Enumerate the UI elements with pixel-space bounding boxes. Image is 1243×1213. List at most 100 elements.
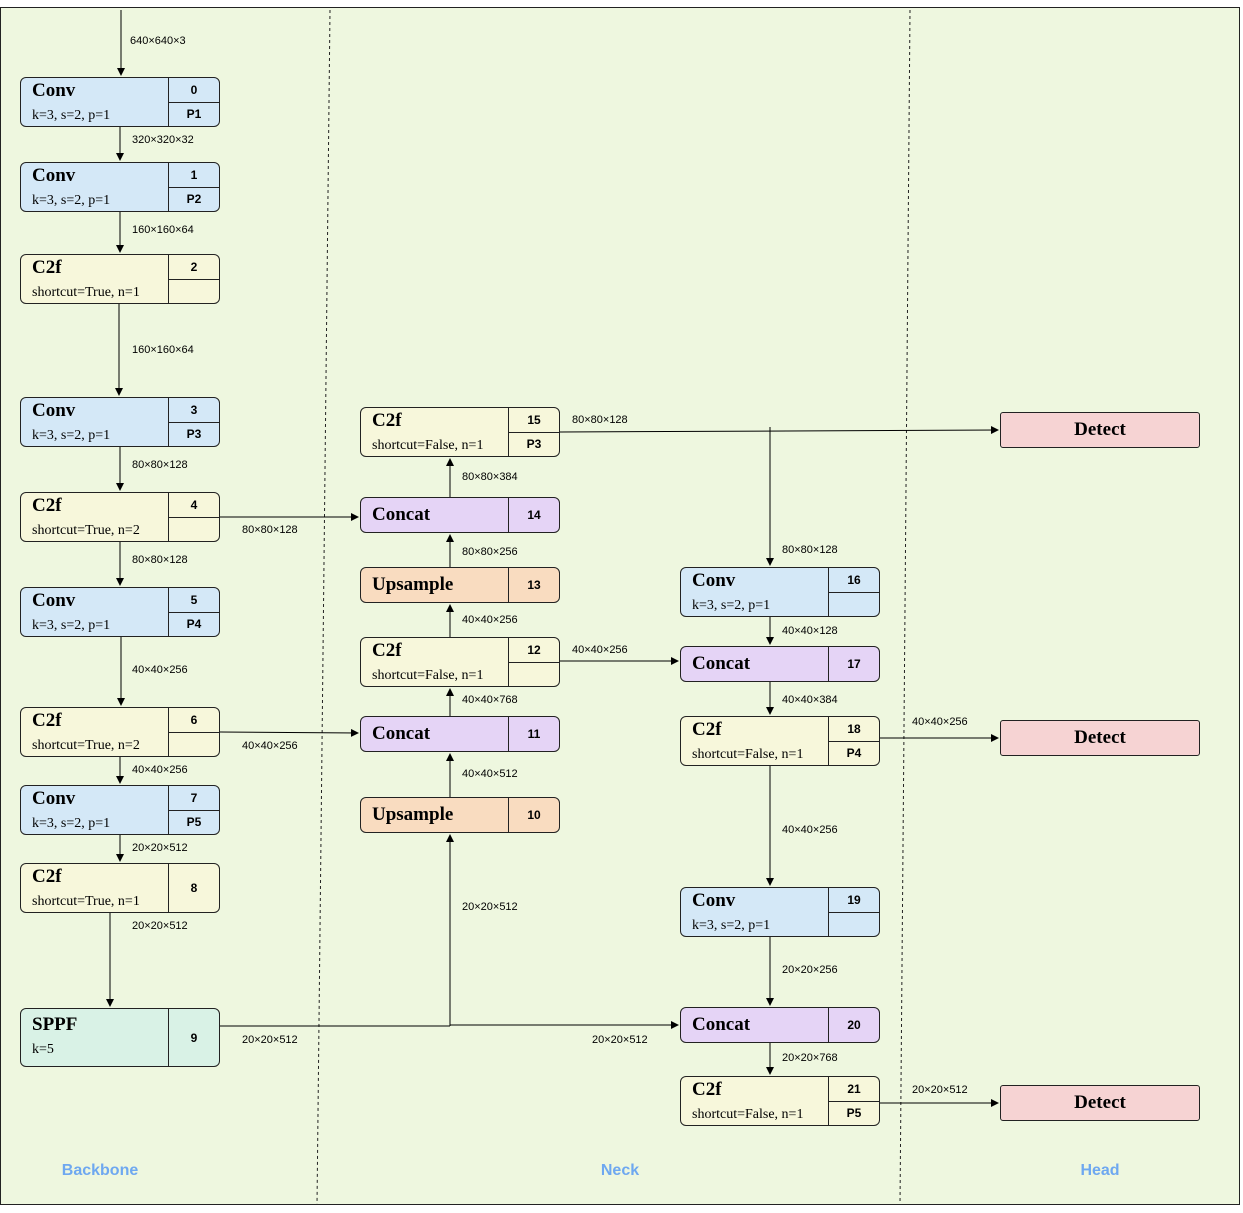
node-type: Upsample — [372, 804, 454, 825]
node-params: shortcut=True, n=2 — [32, 738, 140, 753]
node-cells: 5 P4 — [168, 588, 219, 636]
node-type: Conv — [692, 570, 736, 591]
node-13-upsample: Upsample 13 — [360, 567, 560, 603]
section-label-neck: Neck — [600, 1162, 640, 1179]
edge-label: 80×80×384 — [462, 471, 518, 483]
edge-label: 160×160×64 — [132, 344, 194, 356]
cell-divider — [829, 1101, 879, 1102]
node-params: shortcut=False, n=1 — [372, 438, 484, 453]
node-type: Conv — [32, 788, 76, 809]
node-index: 13 — [527, 578, 541, 592]
cell-divider — [169, 810, 219, 811]
node-params: k=3, s=2, p=1 — [32, 193, 111, 208]
node-type: Concat — [372, 504, 431, 525]
node-index: 18 — [847, 722, 861, 736]
node-2-c2f: C2f shortcut=True, n=1 2 — [20, 254, 220, 304]
node-17-concat: Concat 17 — [680, 646, 880, 682]
node-scale: P4 — [186, 617, 202, 631]
node-19-conv: Conv k=3, s=2, p=1 19 — [680, 887, 880, 937]
node-cells: 9 — [168, 1009, 219, 1066]
node-8-c2f: C2f shortcut=True, n=1 8 — [20, 863, 220, 913]
node-index: 21 — [847, 1082, 861, 1096]
node-params: shortcut=True, n=1 — [32, 285, 140, 300]
node-0-conv: Conv k=3, s=2, p=1 0 P1 — [20, 77, 220, 127]
edge-label: 80×80×256 — [462, 546, 518, 558]
edge-label: 80×80×128 — [572, 414, 628, 426]
node-15-c2f: C2f shortcut=False, n=1 15 P3 — [360, 407, 560, 457]
edge-label: 40×40×128 — [782, 625, 838, 637]
node-1-conv: Conv k=3, s=2, p=1 1 P2 — [20, 162, 220, 212]
cell-divider — [169, 612, 219, 613]
node-scale: P3 — [186, 427, 202, 441]
edge-label: 20×20×512 — [592, 1034, 648, 1046]
node-cells: 21 P5 — [828, 1077, 879, 1125]
node-cells: 3 P3 — [168, 398, 219, 446]
edge-label: 20×20×512 — [912, 1084, 968, 1096]
node-type: Concat — [372, 723, 431, 744]
node-scale: P3 — [526, 437, 542, 451]
edge-label: 80×80×128 — [132, 459, 188, 471]
node-index: 19 — [847, 893, 861, 907]
node-params: k=3, s=2, p=1 — [692, 598, 771, 613]
node-params: shortcut=True, n=1 — [32, 894, 140, 909]
node-params: k=3, s=2, p=1 — [32, 428, 111, 443]
node-params: shortcut=True, n=2 — [32, 523, 140, 538]
cell-divider — [509, 662, 559, 663]
divider-neck-head — [899, 9, 911, 1206]
node-cells: 0 P1 — [168, 78, 219, 126]
node-type: Conv — [32, 590, 76, 611]
edge-group — [106, 10, 999, 1107]
edge-label: 40×40×512 — [462, 768, 518, 780]
node-index: 5 — [190, 593, 198, 607]
node-21-c2f: C2f shortcut=False, n=1 21 P5 — [680, 1076, 880, 1126]
node-params: shortcut=False, n=1 — [692, 1107, 804, 1122]
node-cells: 7 P5 — [168, 786, 219, 834]
edge-label: 160×160×64 — [132, 224, 194, 236]
node-type: C2f — [32, 710, 62, 731]
node-params: shortcut=False, n=1 — [692, 747, 804, 762]
edge-label: 40×40×768 — [462, 694, 518, 706]
node-5-conv: Conv k=3, s=2, p=1 5 P4 — [20, 587, 220, 637]
node-7-conv: Conv k=3, s=2, p=1 7 P5 — [20, 785, 220, 835]
edge-15-detect — [559, 426, 999, 435]
cell-divider — [829, 741, 879, 742]
edge-label: 40×40×384 — [782, 694, 838, 706]
node-type: Detect — [1074, 1092, 1126, 1113]
node-11-concat: Concat 11 — [360, 716, 560, 752]
cell-divider — [509, 432, 559, 433]
node-params: shortcut=False, n=1 — [372, 668, 484, 683]
node-index: 0 — [190, 83, 198, 97]
node-cells: 16 — [828, 568, 879, 616]
node-type: Concat — [692, 1014, 751, 1035]
node-type: SPPF — [32, 1014, 78, 1035]
edge-label: 40×40×256 — [132, 764, 188, 776]
node-type: Upsample — [372, 574, 454, 595]
node-cells: 15 P3 — [508, 408, 559, 456]
node-index: 16 — [847, 573, 861, 587]
node-type: Detect — [1074, 727, 1126, 748]
node-type: C2f — [692, 1079, 722, 1100]
edge-label: 40×40×256 — [782, 824, 838, 836]
node-type: C2f — [32, 257, 62, 278]
node-type: C2f — [372, 410, 402, 431]
edge-label: 20×20×256 — [782, 964, 838, 976]
node-10-upsample: Upsample 10 — [360, 797, 560, 833]
node-type: Detect — [1074, 419, 1126, 440]
edge-label: 40×40×256 — [462, 614, 518, 626]
node-cells: 12 — [508, 638, 559, 686]
node-18-c2f: C2f shortcut=False, n=1 18 P4 — [680, 716, 880, 766]
cell-divider — [829, 592, 879, 593]
node-type: Concat — [692, 653, 751, 674]
node-index: 10 — [527, 808, 541, 822]
node-index: 8 — [190, 881, 198, 895]
node-index: 14 — [527, 508, 541, 522]
node-type: C2f — [372, 640, 402, 661]
node-scale: P4 — [846, 746, 862, 760]
edge-label: 80×80×128 — [242, 524, 298, 536]
node-cells: 6 — [168, 708, 219, 756]
edge-label: 20×20×512 — [132, 842, 188, 854]
edge-label: 20×20×512 — [462, 901, 518, 913]
node-index: 12 — [527, 643, 541, 657]
node-12-c2f: C2f shortcut=False, n=1 12 — [360, 637, 560, 687]
